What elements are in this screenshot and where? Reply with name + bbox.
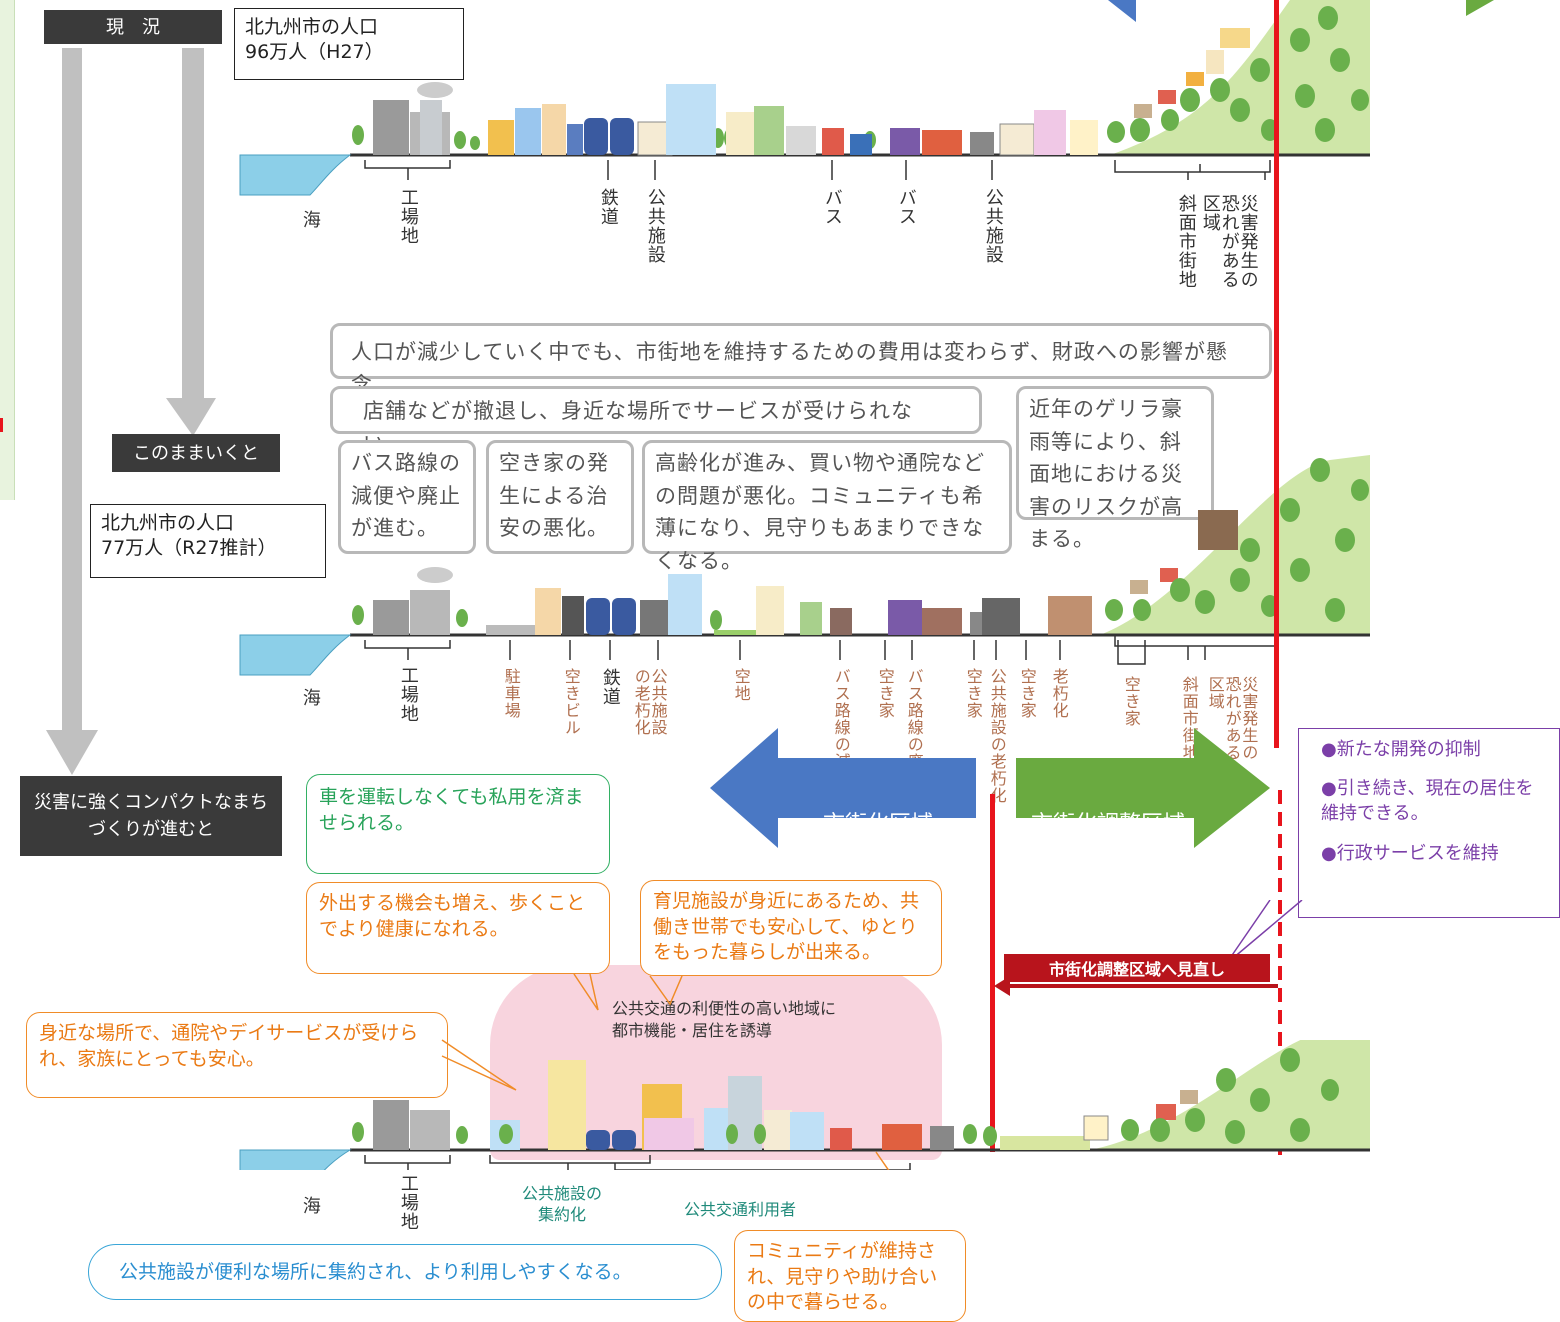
problem-bus-box: バス路線の減便や廃止が進む。: [338, 440, 476, 554]
scene1-bus1-label: バス: [821, 188, 843, 226]
population-current-value: 96万人（H27）: [245, 40, 384, 63]
benefit-childcare-text: 育児施設が身近にあるため、共働き世帯でも安心して、ゆとりをもった暮らしが出来る。: [653, 890, 920, 964]
benefit-car-box: 車を運転しなくても私用を済ませられる。: [306, 774, 610, 874]
scene2-sea-label: 海: [299, 688, 321, 707]
scene3-public-line2: 集約化: [538, 1204, 587, 1224]
benefit-childcare-box: 育児施設が身近にあるため、共働き世帯でも安心して、ゆとりをもった暮らしが出来る。: [640, 880, 942, 976]
callout-pointers: [441, 973, 683, 1091]
scene2-vacant-house4-label: 空き家: [1121, 676, 1141, 727]
benefit-car-text: 車を運転しなくても私用を済ませられる。: [319, 786, 584, 834]
stage-continue-label: このままいくと: [112, 434, 280, 472]
population-future-value: 77万人（R27推計）: [101, 536, 277, 559]
scene-compact: [239, 1040, 1370, 1170]
scene2-vacant-house1-label: 空き家: [875, 668, 895, 719]
scene2-public-aging2-label: 公共施設の老朽化: [987, 668, 1007, 804]
scene2-vacant-lot-label: 空地: [731, 668, 751, 702]
scene2-aging-label: 老朽化: [1049, 668, 1069, 719]
scene-continue: [239, 455, 1370, 676]
scene2-disaster-label: 災害発生の恐れがある区域: [1205, 676, 1259, 761]
side-panel: [0, 0, 15, 500]
scene2-bus-reduce-label: バス路線の減便: [831, 668, 851, 787]
scene1-bus2-label: バス: [895, 188, 917, 226]
scene2-bus-abolish-label: バス路線の廃止: [904, 668, 924, 787]
benefit-nearby-text: 身近な場所で、通院やデイサービスが受けられ、家族にとっても安心。: [39, 1022, 419, 1070]
boundary-line-old-dashed: [1278, 790, 1282, 1155]
top-arrow-fragments: [1108, 0, 1494, 22]
scene2-railway-label: 鉄道: [599, 668, 621, 706]
scene3-sea-label: 海: [299, 1196, 321, 1215]
scene3-transit-users-label: 公共交通利用者: [684, 1200, 797, 1219]
adjustment-note-1: ●新たな開発の抑制: [1321, 739, 1481, 760]
population-future-title: 北九州市の人口: [101, 512, 235, 534]
benefit-public-facility-box: 公共施設が便利な場所に集約され、より利用しやすくなる。: [88, 1244, 722, 1300]
problem-shops-box: 店舗などが撤退し、身近な場所でサービスが受けられない。: [330, 386, 982, 456]
scene2-vacant-house2-label: 空き家: [963, 668, 983, 719]
scene2-empty-building-label: 空きビル: [561, 668, 581, 736]
scene2-factory-label: 工場地: [397, 666, 419, 723]
population-future-box: 北九州市の人口 77万人（R27推計）: [90, 504, 326, 578]
scene1-public2-label: 公共施設: [982, 188, 1004, 264]
boundary-line-current: [1274, 0, 1279, 748]
boundary-line-new: [990, 794, 995, 1152]
stage-continue-text: このままいくと: [133, 442, 259, 464]
zone-arrows: [710, 728, 1270, 848]
adjustment-note-2: ●引き続き、現在の居住を維持できる。: [1321, 778, 1534, 825]
urbanization-zone-label: 市街化区域: [822, 812, 933, 837]
scene3-public-line1: 公共施設の: [522, 1184, 603, 1203]
stage-current-text: 現 況: [106, 16, 160, 38]
scene1-sea-label: 海: [299, 210, 321, 229]
benefit-nearby-box: 身近な場所で、通院やデイサービスが受けられ、家族にとっても安心。: [26, 1012, 448, 1098]
problem-finance-text: 人口が減少していく中でも、市街地を維持するための費用は変わらず、財政への影響が懸…: [351, 340, 1228, 397]
scene1-factory-label: 工場地: [397, 188, 419, 245]
benefit-public-facility-text: 公共施設が便利な場所に集約され、より利用しやすくなる。: [119, 1261, 632, 1283]
side-marker: [0, 418, 3, 432]
adjustment-notes-box: ●新たな開発の抑制 ●引き続き、現在の居住を維持できる。 ●行政サービスを維持: [1298, 728, 1560, 918]
stage-current-label: 現 況: [44, 10, 222, 44]
guide-area-caption: 公共交通の利便性の高い地域に 都市機能・居住を誘導: [612, 998, 836, 1043]
scene1-disaster-label: 災害発生の恐れがある区域: [1199, 194, 1259, 289]
adjustment-zone-label: 市街化調整区域: [1030, 812, 1185, 837]
population-current-title: 北九州市の人口: [245, 16, 379, 38]
scene1-slope-label: 斜面市街地: [1175, 194, 1197, 289]
stage-compact-text: 災害に強くコンパクトなまちづくりが進むと: [34, 792, 268, 840]
flow-arrows: [46, 48, 216, 775]
scene2-parking-label: 駐車場: [501, 668, 521, 719]
scene2-vacant-house3-label: 空き家: [1017, 668, 1037, 719]
scene1-public1-label: 公共施設: [644, 188, 666, 264]
problem-vacant-text: 空き家の発生による治安の悪化。: [499, 451, 609, 541]
problem-aging-text: 高齢化が進み、買い物や通院などの問題が悪化。コミュニティも希薄になり、見守りもあ…: [655, 451, 985, 573]
review-badge: 市街化調整区域へ見直し: [1004, 954, 1270, 982]
scene2-public-aging-label: 公共施設の老朽化: [631, 668, 668, 736]
review-arrow: [994, 976, 1278, 996]
problem-bus-text: バス路線の減便や廃止が進む。: [351, 451, 461, 541]
problem-rain-box: 近年のゲリラ豪雨等により、斜面地における災害のリスクが高まる。: [1016, 386, 1214, 551]
guide-line-2: 都市機能・居住を誘導: [612, 1021, 773, 1041]
scene3-public-caption: 公共施設の 集約化: [522, 1184, 602, 1226]
problem-aging-box: 高齢化が進み、買い物や通院などの問題が悪化。コミュニティも希薄になり、見守りもあ…: [642, 440, 1012, 573]
benefit-walk-box: 外出する機会も増え、歩くことでより健康になれる。: [306, 882, 610, 974]
benefit-community-box: コミュニティが維持され、見守りや助け合いの中で暮らせる。: [734, 1230, 966, 1322]
scene-current: [239, 0, 1370, 196]
problem-rain-text: 近年のゲリラ豪雨等により、斜面地における災害のリスクが高まる。: [1029, 397, 1183, 552]
scene3-factory-label: 工場地: [397, 1174, 419, 1231]
stage-compact-label: 災害に強くコンパクトなまちづくりが進むと: [20, 776, 282, 856]
population-current-box: 北九州市の人口 96万人（H27）: [234, 8, 464, 80]
benefit-community-text: コミュニティが維持され、見守りや助け合いの中で暮らせる。: [747, 1240, 938, 1314]
review-badge-text: 市街化調整区域へ見直し: [1048, 960, 1225, 979]
guide-line-1: 公共交通の利便性の高い地域に: [612, 999, 837, 1018]
adjustment-note-3: ●行政サービスを維持: [1321, 842, 1499, 864]
problem-finance-box: 人口が減少していく中でも、市街地を維持するための費用は変わらず、財政への影響が懸…: [330, 323, 1272, 397]
scene1-railway-label: 鉄道: [597, 188, 619, 226]
problem-vacant-box: 空き家の発生による治安の悪化。: [486, 440, 634, 554]
benefit-walk-text: 外出する機会も増え、歩くことでより健康になれる。: [319, 892, 586, 940]
